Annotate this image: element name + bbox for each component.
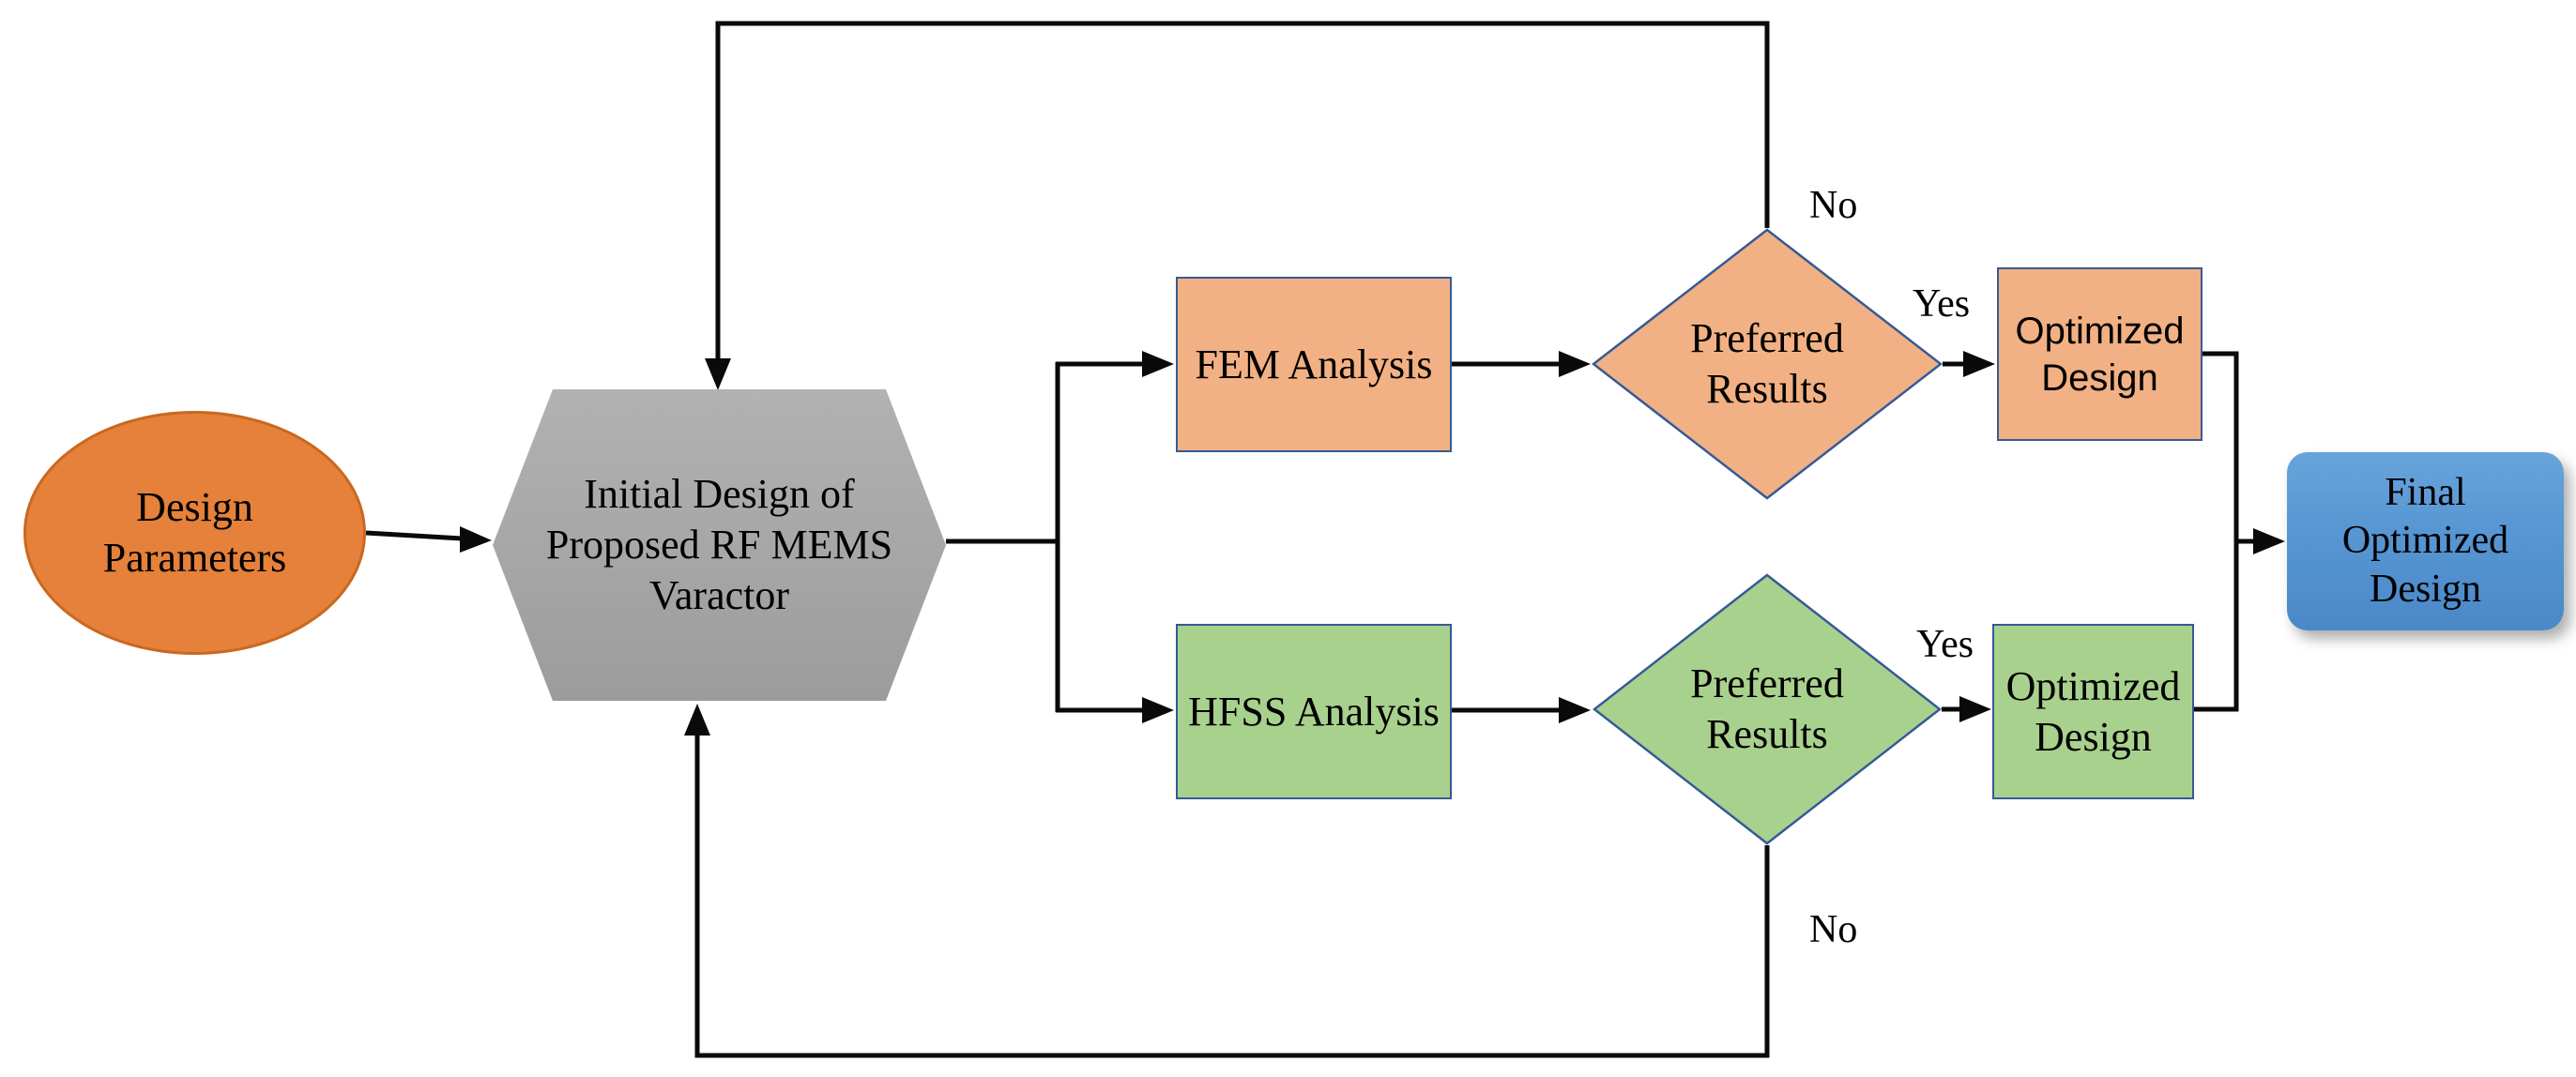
arrowhead-into-hexagon-top xyxy=(705,358,731,390)
edge-fem-to-decision-top xyxy=(1452,351,1591,377)
preferred-results-bottom-label: Preferred Results xyxy=(1690,659,1844,759)
arrowhead-into-hexagon-left xyxy=(460,526,492,553)
preferred-results-top-line1: Preferred xyxy=(1690,315,1844,362)
preferred-results-top-label: Preferred Results xyxy=(1690,313,1844,414)
node-fem-analysis: FEM Analysis xyxy=(1176,277,1452,452)
optimized-design-top-label: Optimized Design xyxy=(2015,308,2184,402)
arrowhead-into-optimized-top xyxy=(1963,351,1995,377)
edge-initial-fork xyxy=(946,362,1060,712)
final-optimized-design-line3: Design xyxy=(2369,567,2481,611)
fem-analysis-line1: FEM Analysis xyxy=(1195,341,1433,387)
design-parameters-line1: Design xyxy=(136,484,253,531)
final-optimized-design-label: Final Optimized Design xyxy=(2342,469,2508,614)
arrowhead-into-final xyxy=(2253,528,2285,554)
preferred-results-bottom-line1: Preferred xyxy=(1690,660,1844,707)
optimized-design-top-line1: Optimized xyxy=(2015,310,2185,352)
initial-design-line2: Proposed RF MEMS xyxy=(545,522,893,569)
edge-decision-top-yes xyxy=(1943,351,1995,377)
optimized-design-bottom-label: Optimized Design xyxy=(2006,661,2181,762)
edge-decision-bottom-yes xyxy=(1942,696,1991,722)
edge-label-no-bottom: No xyxy=(1809,908,1858,951)
edge-label-yes-top: Yes xyxy=(1913,282,1971,326)
node-optimized-design-bottom: Optimized Design xyxy=(1992,624,2194,799)
initial-design-label: Initial Design of Proposed RF MEMS Varac… xyxy=(546,469,892,620)
arrowhead-into-optimized-bottom xyxy=(1959,696,1991,722)
design-parameters-label: Design Parameters xyxy=(103,482,286,583)
preferred-results-bottom-line2: Results xyxy=(1706,711,1828,757)
arrowhead-into-fem xyxy=(1142,351,1174,377)
edge-fork-to-hfss xyxy=(1056,697,1174,723)
edge-merge-to-final xyxy=(2236,528,2285,554)
optimized-design-bottom-line1: Optimized xyxy=(2005,662,2181,709)
fem-analysis-label: FEM Analysis xyxy=(1195,340,1432,390)
arrowhead-into-decision-bottom xyxy=(1559,697,1591,723)
hexagon-shape xyxy=(493,389,946,701)
arrowhead-into-hfss xyxy=(1142,697,1174,723)
optimized-design-top-line2: Design xyxy=(2041,356,2158,399)
node-preferred-results-top: Preferred Results xyxy=(1592,228,1943,500)
node-final-optimized-design: Final Optimized Design xyxy=(2287,452,2564,630)
initial-design-line3: Varactor xyxy=(648,571,789,618)
final-optimized-design-line2: Optimized xyxy=(2341,519,2509,563)
hfss-analysis-label: HFSS Analysis xyxy=(1188,687,1440,737)
edge-hfss-to-decision-bottom xyxy=(1452,697,1591,723)
optimized-design-bottom-line2: Design xyxy=(2035,713,2152,760)
diamond-shape-bottom xyxy=(1593,573,1942,845)
node-hfss-analysis: HFSS Analysis xyxy=(1176,624,1452,799)
initial-design-line1: Initial Design of xyxy=(584,471,855,518)
edge-fork-to-fem xyxy=(1056,351,1174,377)
node-optimized-design-top: Optimized Design xyxy=(1997,267,2203,441)
edge-label-yes-bottom: Yes xyxy=(1916,623,1974,666)
design-parameters-line2: Parameters xyxy=(102,535,287,581)
edge-design-to-initial xyxy=(365,526,492,553)
node-design-parameters: Design Parameters xyxy=(23,411,366,655)
node-preferred-results-bottom: Preferred Results xyxy=(1593,573,1942,845)
hfss-analysis-line1: HFSS Analysis xyxy=(1188,688,1440,735)
node-initial-design: Initial Design of Proposed RF MEMS Varac… xyxy=(493,389,946,701)
arrowhead-into-decision-top xyxy=(1559,351,1591,377)
edge-decision-top-no-loop xyxy=(705,21,1770,390)
edge-decision-bottom-no-loop xyxy=(684,704,1770,1058)
final-optimized-design-line1: Final xyxy=(2385,471,2466,515)
edge-optimized-merge-rail xyxy=(2194,351,2239,712)
preferred-results-top-line2: Results xyxy=(1706,366,1828,412)
arrowhead-into-hexagon-bottom xyxy=(684,704,710,736)
edge-label-no-top: No xyxy=(1809,184,1858,227)
diamond-shape-top xyxy=(1592,228,1943,500)
